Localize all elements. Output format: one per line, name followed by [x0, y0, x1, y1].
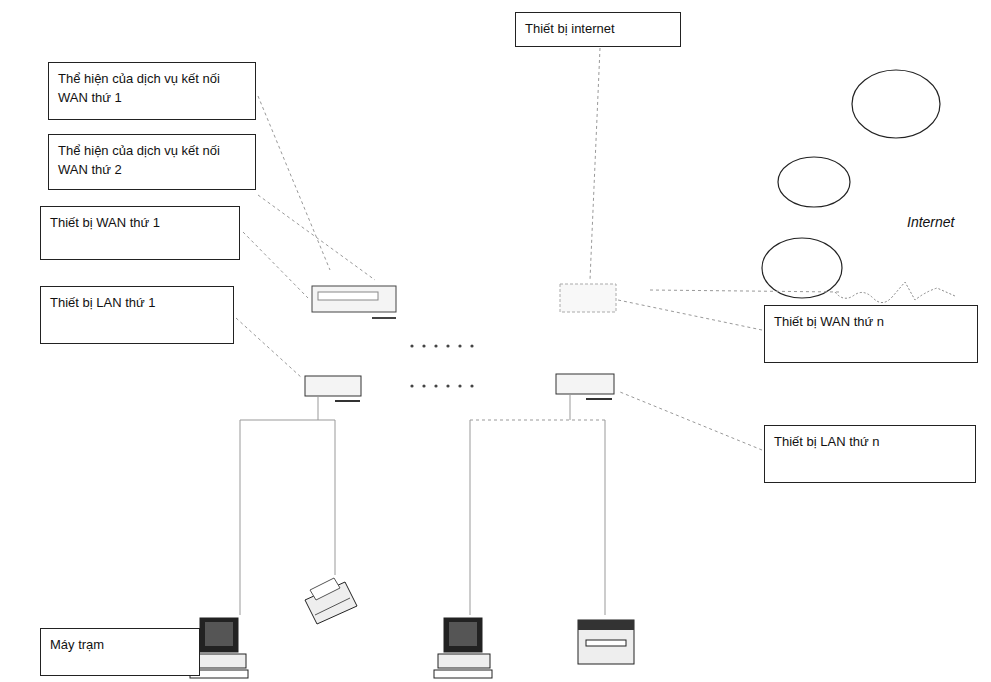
internet-clouds: [762, 70, 940, 298]
server-box: [578, 620, 634, 664]
wan-device-1: [312, 286, 396, 318]
callout-box: Thể hiện của dịch vụ kết nối WAN thứ 2: [48, 134, 256, 190]
leader-lines: [236, 48, 840, 450]
callout-box: Thiết bị LAN thứ 1: [40, 286, 234, 344]
callout-box: Thiết bị internet: [515, 12, 681, 47]
wireless-link: [835, 282, 955, 303]
callout-box: Máy trạm: [40, 628, 200, 676]
callout-text: Thiết bị LAN thứ n: [774, 433, 966, 452]
lan-device-1: [305, 376, 361, 401]
wan-device-n: [560, 284, 616, 312]
callout-box: Thiết bị LAN thứ n: [764, 425, 976, 483]
callout-box: Thể hiện của dịch vụ kết nối WAN thứ 1: [48, 62, 256, 120]
callout-text: Thiết bị WAN thứ n: [774, 313, 968, 332]
lan-device-n: [556, 374, 614, 399]
callout-text: Máy trạm: [50, 636, 190, 655]
network-cables: [240, 394, 605, 615]
ellipsis-dots: [410, 344, 473, 387]
callout-box: Thiết bị WAN thứ 1: [40, 206, 240, 260]
callout-text: Thể hiện của dịch vụ kết nối WAN thứ 1: [58, 70, 246, 108]
printer: [305, 578, 357, 624]
region-label: Internet: [905, 214, 956, 230]
workstation-pc: [434, 618, 492, 678]
callout-box: Thiết bị WAN thứ n: [764, 305, 978, 363]
callout-text: Thiết bị internet: [525, 20, 671, 39]
callout-text: Thiết bị WAN thứ 1: [50, 214, 230, 233]
callout-text: Thiết bị LAN thứ 1: [50, 294, 224, 313]
callout-text: Thể hiện của dịch vụ kết nối WAN thứ 2: [58, 142, 246, 180]
